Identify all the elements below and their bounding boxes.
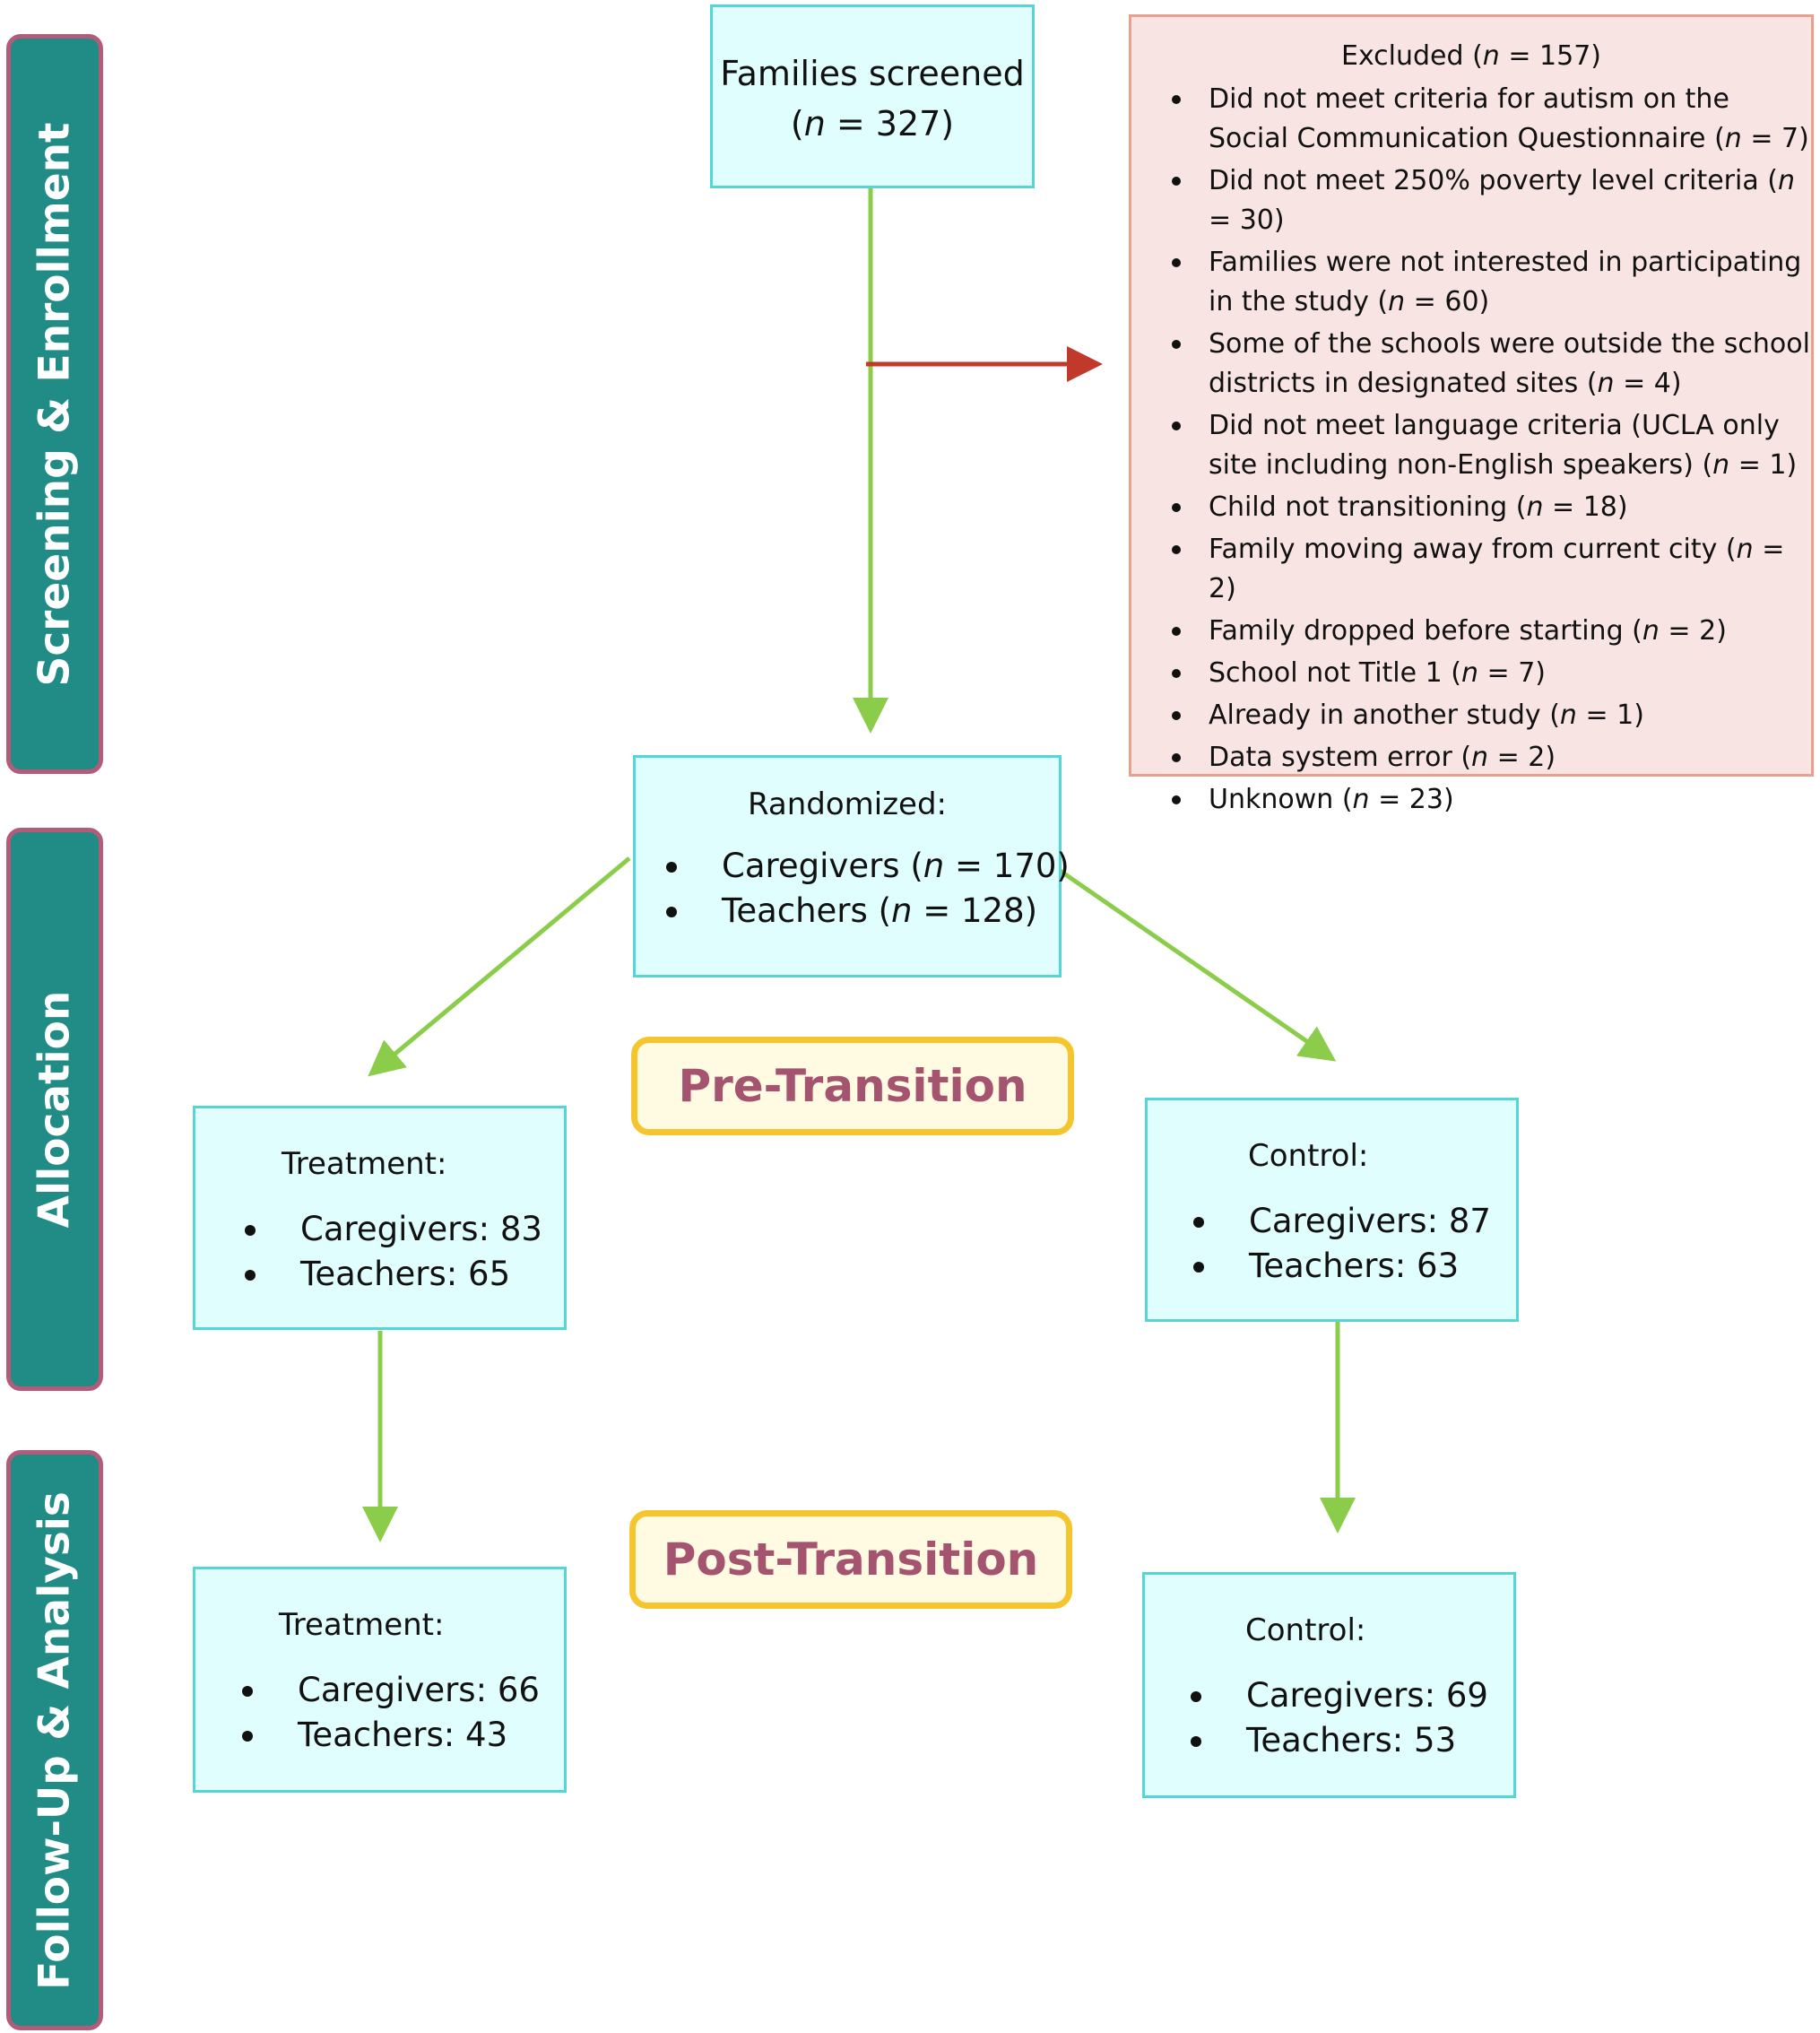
excluded-item: Child not transitioning (n = 18) (1167, 488, 1813, 527)
phase-pre-transition: Pre-Transition (631, 1037, 1074, 1135)
control-pre-box: Control: Caregivers: 87 Teachers: 63 (1145, 1098, 1519, 1322)
excluded-title: Excluded (n = 157) (1340, 40, 1601, 72)
control-post-list: Caregivers: 69 Teachers: 53 (1191, 1673, 1488, 1763)
control-post-box: Control: Caregivers: 69 Teachers: 53 (1142, 1572, 1516, 1798)
control-pre-list: Caregivers: 87 Teachers: 63 (1193, 1199, 1491, 1289)
treatment-pre-title: Treatment: (282, 1146, 447, 1182)
randomized-title: Randomized: (747, 786, 947, 822)
randomized-list: Caregivers (n = 170) Teachers (n = 128) (666, 844, 1070, 934)
excluded-item: Unknown (n = 23) (1167, 780, 1813, 820)
arrow-randomized-to-control (1057, 867, 1337, 1062)
excluded-item: Did not meet criteria for autism on the … (1167, 80, 1813, 159)
excluded-item: Family moving away from current city (n … (1167, 530, 1813, 609)
excluded-item: Did not meet 250% poverty level criteria… (1167, 161, 1813, 240)
arrow-randomized-to-treatment (368, 856, 631, 1077)
screened-box: Families screened (n = 327) (710, 4, 1035, 188)
excluded-item: Already in another study (n = 1) (1167, 696, 1813, 735)
randomized-item: Teachers (n = 128) (666, 889, 1070, 934)
control-post-item: Caregivers: 69 (1191, 1673, 1488, 1718)
treatment-post-list: Caregivers: 66 Teachers: 43 (242, 1668, 540, 1758)
treatment-post-title: Treatment: (279, 1607, 445, 1643)
excluded-item: School not Title 1 (n = 7) (1167, 654, 1813, 693)
treatment-post-box: Treatment: Caregivers: 66 Teachers: 43 (193, 1567, 567, 1793)
treatment-pre-list: Caregivers: 83 Teachers: 65 (245, 1207, 542, 1297)
excluded-item: Families were not interested in particip… (1167, 243, 1813, 322)
treatment-pre-box: Treatment: Caregivers: 83 Teachers: 65 (193, 1106, 567, 1330)
stage-bar-allocation: Allocation (6, 828, 103, 1391)
control-post-item: Teachers: 53 (1191, 1718, 1488, 1763)
excluded-list: Did not meet criteria for autism on the … (1167, 80, 1813, 822)
control-post-title: Control: (1245, 1612, 1366, 1648)
excluded-item: Family dropped before starting (n = 2) (1167, 612, 1813, 651)
screened-count: (n = 327) (790, 104, 955, 143)
randomized-item: Caregivers (n = 170) (666, 844, 1070, 889)
treatment-pre-item: Caregivers: 83 (245, 1207, 542, 1252)
randomized-box: Randomized: Caregivers (n = 170) Teacher… (633, 755, 1070, 977)
stage-bar-screening: Screening & Enrollment (6, 34, 103, 774)
phase-post-transition: Post-Transition (629, 1510, 1072, 1609)
treatment-post-item: Teachers: 43 (242, 1713, 540, 1758)
treatment-post-item: Caregivers: 66 (242, 1668, 540, 1713)
excluded-item: Some of the schools were outside the sch… (1167, 325, 1813, 404)
stage-bar-followup: Follow-Up & Analysis (6, 1450, 103, 2030)
excluded-box: Excluded (n = 157) Did not meet criteria… (1129, 14, 1814, 815)
excluded-item: Data system error (n = 2) (1167, 738, 1813, 778)
control-pre-item: Caregivers: 87 (1193, 1199, 1491, 1244)
treatment-pre-item: Teachers: 65 (245, 1252, 542, 1297)
excluded-item: Did not meet language criteria (UCLA onl… (1167, 406, 1813, 485)
control-pre-title: Control: (1248, 1138, 1369, 1174)
screened-title: Families screened (720, 54, 1025, 93)
control-pre-item: Teachers: 63 (1193, 1244, 1491, 1289)
